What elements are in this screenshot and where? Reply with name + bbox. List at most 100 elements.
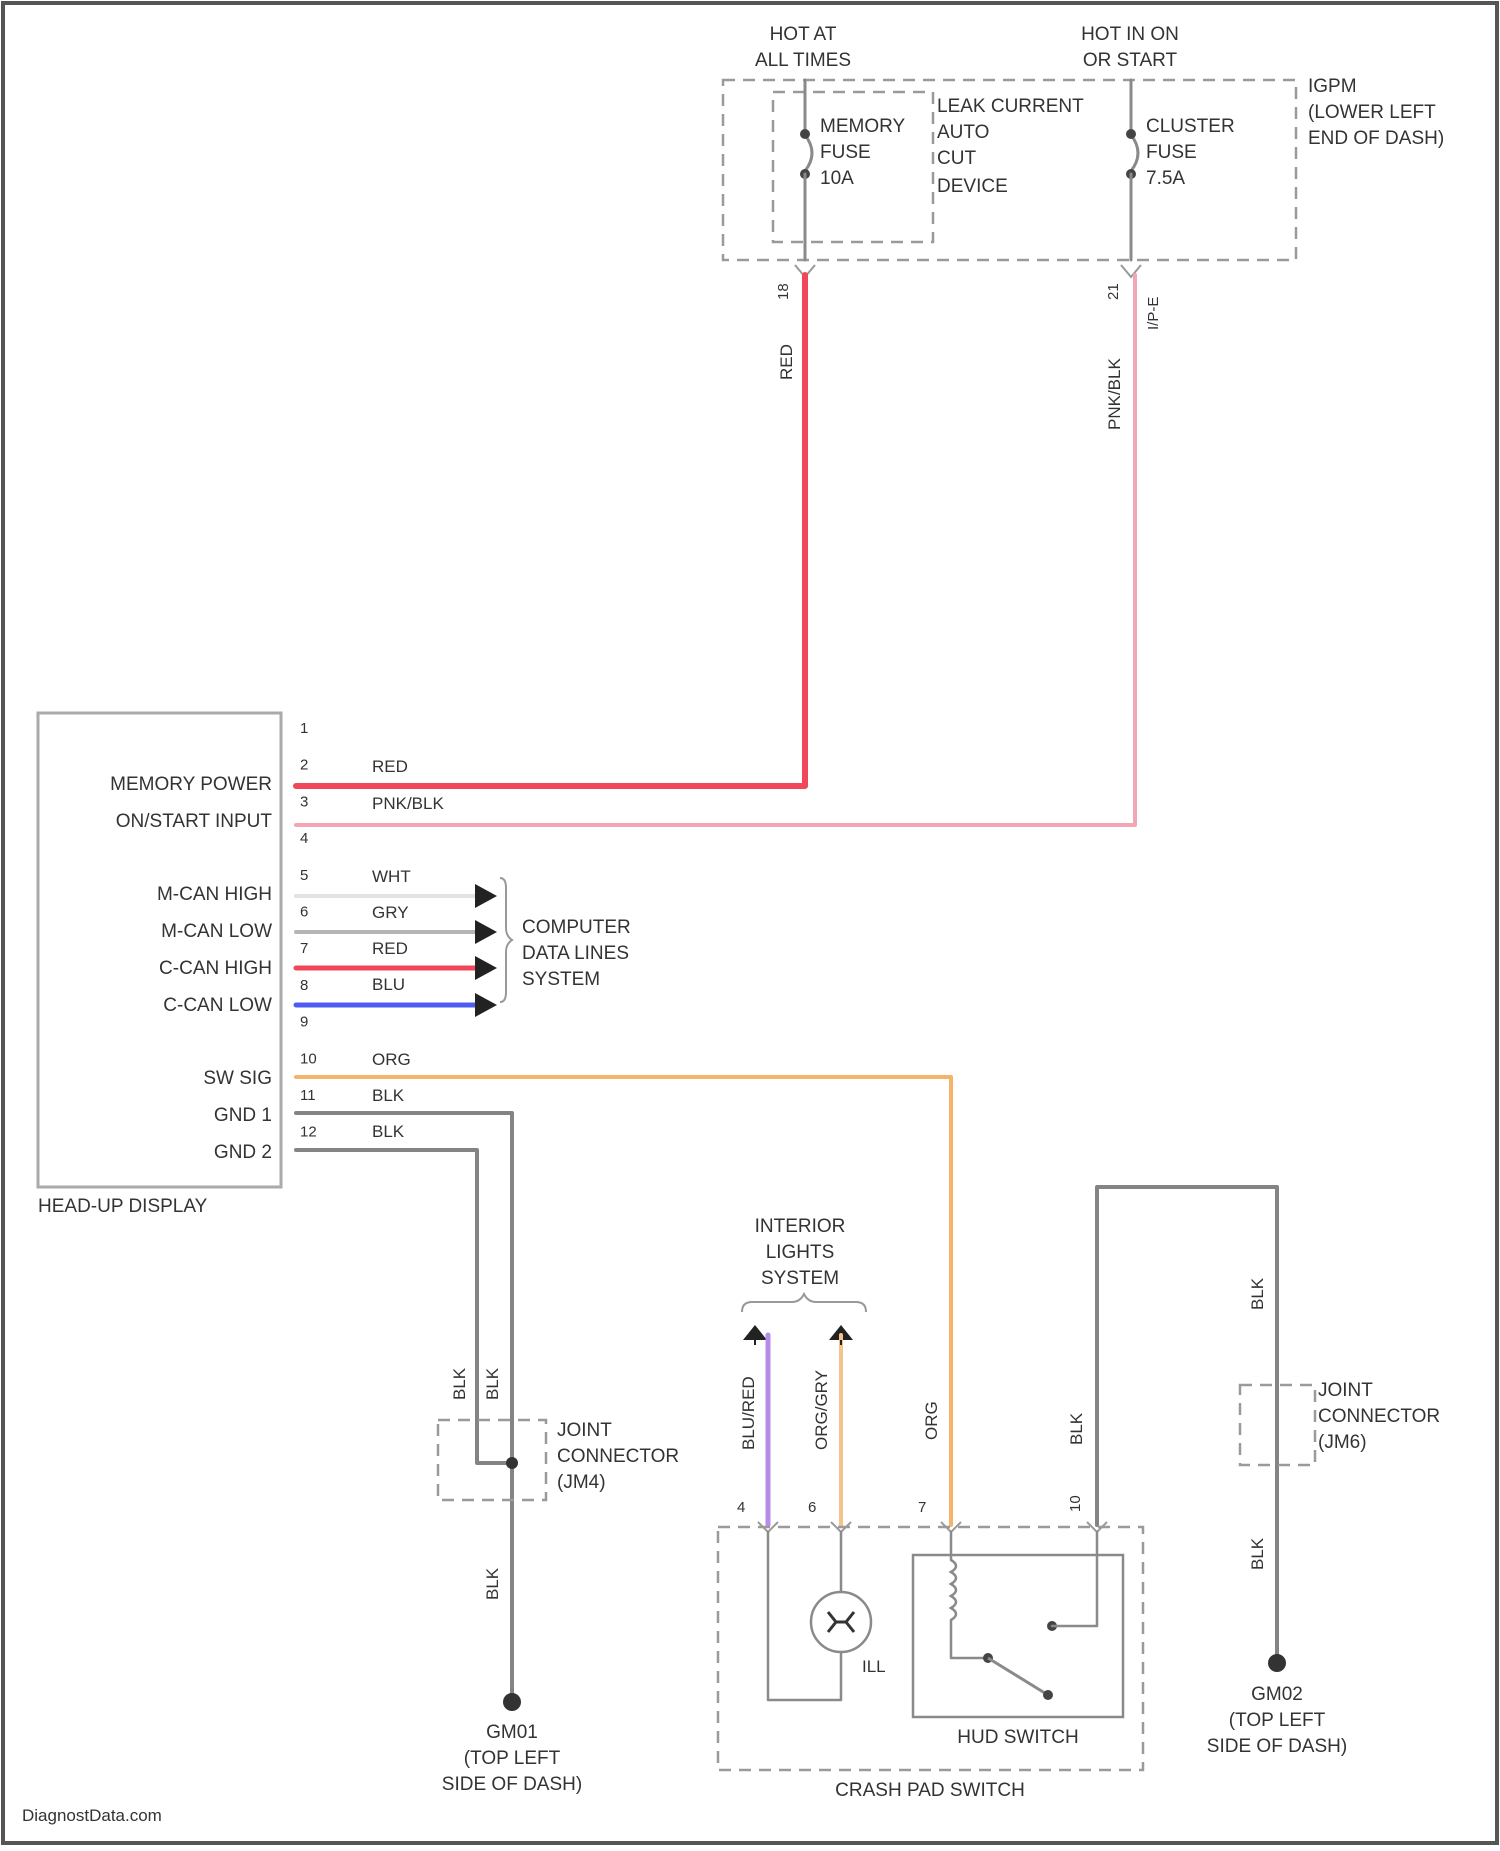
joint-connector-label: JOINT [557,1420,612,1441]
wire-label-wht: WHT [372,867,411,886]
leak-current-label-3: CUT [937,148,976,169]
memory-fuse-label: MEMORY [820,116,905,137]
switch-pin-6: 6 [808,1499,816,1516]
coil-icon [951,1560,956,1620]
cluster-fuse-label-2: FUSE [1146,142,1197,163]
igpm-pin-18: 18 [775,283,792,300]
bracket-interior-lights [742,1294,866,1312]
wire-label-blk-switch: BLK [1067,1412,1086,1445]
hud-pin-number: 11 [300,1087,316,1104]
wire-label-blk-right: BLK [1248,1277,1267,1310]
memory-fuse-label-2: FUSE [820,142,871,163]
hud-mcan-low: M-CAN LOW [161,921,272,942]
joint-connector-jm4-box [438,1420,546,1500]
hud-switch-coil-lead [951,1620,988,1658]
wire-label-org-vertical: ORG [922,1401,941,1440]
hud-pin-number: 7 [300,940,308,957]
hud-pin-number: 6 [300,904,308,921]
hot-in-on-label-2: OR START [1083,50,1178,71]
wire-label-blk-vertical: BLK [483,1367,502,1400]
hud-sw-sig: SW SIG [203,1068,272,1089]
hud-pin-number: 5 [300,867,308,884]
wire-red-vertical-label: RED [777,344,796,380]
hud-memory-power: MEMORY POWER [110,774,272,795]
head-up-display-title: HEAD-UP DISPLAY [38,1196,208,1217]
igpm-location-label-2: END OF DASH) [1308,128,1444,149]
interior-lights-label: INTERIOR [755,1216,846,1237]
wire-pnk-blk-onstart [296,275,1135,825]
switch-pin-7: 7 [918,1499,926,1516]
wire-label-blk-vertical: BLK [483,1567,502,1600]
hud-switch-box [913,1555,1123,1717]
hud-gnd-2: GND 2 [214,1142,272,1163]
interior-lights-label-2: LIGHTS [766,1242,835,1263]
hud-gnd-1: GND 1 [214,1105,272,1126]
wire-red-memory [296,275,805,786]
connector-mark-pnk [1121,265,1141,277]
wire-label-blu-red: BLU/RED [739,1376,758,1450]
switch-pin-4: 4 [737,1499,745,1516]
computer-data-lines-label: COMPUTER [522,917,631,938]
interior-lights-label-3: SYSTEM [761,1268,839,1289]
ground-gm01-location: (TOP LEFT [464,1748,561,1769]
joint-connector-id: (JM4) [557,1472,606,1493]
memory-fuse-terminal [800,129,810,139]
wire-label-gry: GRY [372,903,409,922]
hud-pin-number: 9 [300,1014,308,1031]
wire-label-org: ORG [372,1050,411,1069]
hud-pin-number: 3 [300,793,308,810]
hud-pin-number: 4 [300,830,308,847]
cluster-fuse-symbol [1131,135,1138,171]
hud-pin-number: 12 [300,1124,317,1141]
hud-switch-out [1052,1532,1097,1626]
ground-icon [503,1693,521,1711]
wire-label-org-gry: ORG/GRY [812,1370,831,1450]
cluster-fuse-terminal [1126,129,1136,139]
wire-label-pnk-blk: PNK/BLK [372,794,444,813]
hud-pin-number: 1 [300,720,308,737]
arrow-icon [475,920,497,944]
memory-fuse-symbol [805,135,812,171]
hud-onstart-input: ON/START INPUT [116,811,273,832]
ground-icon [1268,1654,1286,1672]
crash-pad-switch-box [718,1527,1143,1770]
splice-point [506,1457,518,1469]
arrow-up-icon [743,1325,767,1340]
leak-current-label-2: AUTO [937,122,989,143]
bracket-computer-data-lines [500,878,512,1002]
computer-data-lines-label-3: SYSTEM [522,969,600,990]
joint-connector-right-label: JOINT [1318,1380,1373,1401]
hud-pin-number: 8 [300,977,308,994]
ground-gm02-label: GM02 [1251,1684,1303,1705]
hud-pin-number: 2 [300,757,308,774]
wire-label-blk-2: BLK [372,1122,405,1141]
memory-fuse-rating: 10A [820,168,854,189]
computer-data-lines-label-2: DATA LINES [522,943,629,964]
hud-ccan-high: C-CAN HIGH [159,958,272,979]
leak-current-label-4: DEVICE [937,176,1008,197]
igpm-pin-21: 21 [1105,283,1122,300]
arrow-icon [475,884,497,908]
leak-current-box [773,92,933,242]
ground-gm01-label: GM01 [486,1722,538,1743]
hot-at-all-times-label: HOT AT [770,24,837,45]
hud-switch-label: HUD SWITCH [957,1727,1078,1748]
switch-connector-marks [758,1522,1107,1532]
switch-pin-10: 10 [1067,1495,1084,1512]
switch-terminal [1043,1690,1053,1700]
hud-pin-number: 10 [300,1050,317,1067]
joint-connector-label-2: CONNECTOR [557,1446,679,1467]
arrow-icon [475,993,497,1017]
hot-at-all-times-label-2: ALL TIMES [755,50,851,71]
wire-label-blu: BLU [372,975,405,994]
ill-label: ILL [862,1657,886,1676]
wire-label-blk-right-2: BLK [1248,1537,1267,1570]
wire-label-red-2: RED [372,939,408,958]
hot-in-on-label: HOT IN ON [1081,24,1179,45]
leak-current-label: LEAK CURRENT [937,96,1084,117]
wire-pnk-vertical-label: PNK/BLK [1105,358,1124,430]
ground-gm02-location: (TOP LEFT [1229,1710,1326,1731]
ground-gm02-location-2: SIDE OF DASH) [1207,1736,1347,1757]
